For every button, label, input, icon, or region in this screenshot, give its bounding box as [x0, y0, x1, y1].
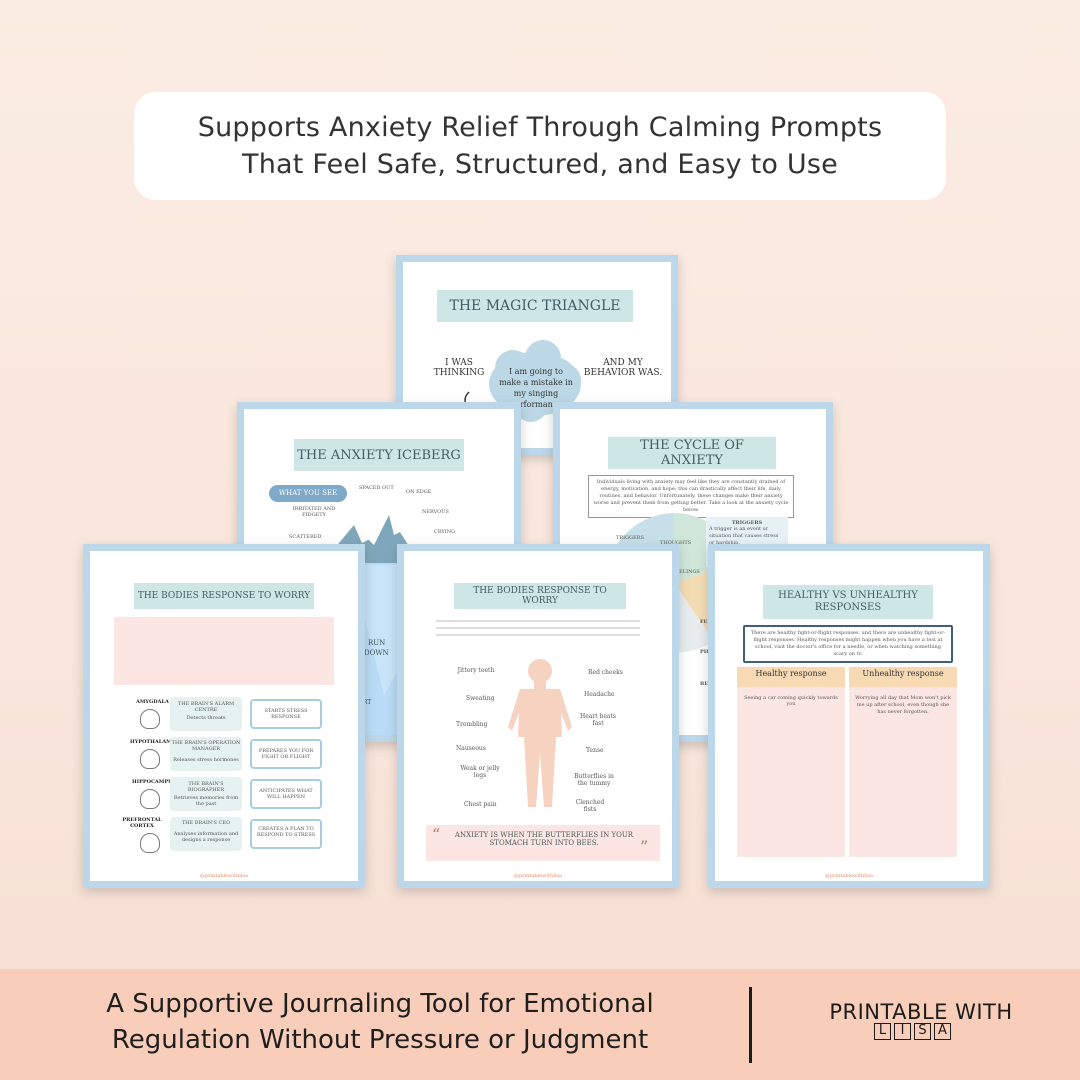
body-right-label-5: Butterflies in the tummy — [574, 773, 614, 787]
healthy-col-header: Healthy response — [755, 669, 827, 678]
footer-tagline-line-2: Regulation Without Pressure or Judgment — [111, 1025, 649, 1055]
unhealthy-example: Worrying all day that Mom won't pick me … — [855, 695, 951, 715]
open-quote-icon: “ — [432, 825, 441, 844]
footer-tagline: A Supportive Journaling Tool for Emotion… — [60, 986, 700, 1058]
cycle-title: THE CYCLE OF ANXIETY — [608, 437, 776, 469]
footer-divider — [749, 987, 752, 1063]
brand-letter-a: A — [934, 1023, 951, 1040]
healthy-page-title: HEALTHY VS UNHEALTHY RESPONSES — [763, 585, 933, 619]
headline-line-1: Supports Anxiety Relief Through Calming … — [197, 112, 883, 143]
brain-row-2-detail: Releases stress hormones — [173, 757, 239, 763]
brain-row-3-label: HIPPOCAMPUS — [132, 779, 177, 785]
brain-row-2-role: THE BRAIN'S OPERATION MANAGER — [171, 740, 241, 752]
brain-row-2-role-box: THE BRAIN'S OPERATION MANAGER Releases s… — [170, 737, 242, 771]
cycle-seg-3: FEELINGS — [672, 569, 700, 575]
brain-page-title: THE BODIES RESPONSE TO WORRY — [134, 583, 314, 609]
footer-tagline-line-1: A Supportive Journaling Tool for Emotion… — [106, 989, 654, 1019]
body-page-intro-lines — [436, 615, 640, 653]
page-bodies-response-brain: THE BODIES RESPONSE TO WORRY AMYGDALA TH… — [83, 544, 365, 888]
cycle-intro: Individuals living with anxiety may feel… — [588, 475, 794, 518]
triangle-right-text: AND MY BEHAVIOR WAS. — [583, 358, 663, 378]
unhealthy-column — [849, 667, 957, 857]
brand-name: PRINTABLE WITH — [829, 1000, 1013, 1024]
brain-row-1-detail: Detects threats — [186, 715, 226, 721]
body-page-handle: @printablewithlisa — [513, 873, 562, 879]
page-bodies-response-body: THE BODIES RESPONSE TO WORRY Jittery tee… — [397, 544, 679, 888]
iceberg-below-2: DOWN — [364, 649, 389, 657]
brand-letters: L I S A — [874, 1023, 951, 1040]
iceberg-word-3: IRRITATED AND FIDGETY — [292, 506, 336, 518]
body-silhouette — [508, 659, 572, 807]
brain-row-4-role: THE BRAIN'S CEO — [181, 820, 231, 826]
headline-line-2: That Feel Safe, Structured, and Easy to … — [242, 149, 838, 180]
iceberg-word-2: ON EDGE — [406, 489, 432, 495]
iceberg-word-5: SCATTERED — [289, 534, 322, 540]
iceberg-word-1: SPACED OUT — [359, 485, 394, 491]
brain-row-2-action-box: PREPARES YOU FOR FIGHT OR FLIGHT — [250, 739, 322, 769]
brain-row-1-action-box: STARTS STRESS RESPONSE — [250, 699, 322, 729]
page-healthy-vs-unhealthy: HEALTHY VS UNHEALTHY RESPONSES There are… — [708, 544, 990, 888]
unhealthy-col-header: Unhealthy response — [862, 669, 944, 678]
body-right-label-4: Tense — [586, 747, 604, 754]
body-page-title: THE BODIES RESPONSE TO WORRY — [454, 583, 626, 609]
body-left-label-6: Chest pain — [464, 801, 497, 808]
cycle-seg-1: TRIGGERS — [616, 535, 644, 541]
brain-row-1-role-box: THE BRAIN'S ALARM CENTRE Detects threats — [170, 697, 242, 731]
brain-row-2-label: HYPOTHALAMUS — [130, 739, 180, 745]
iceberg-below-1: RUN — [368, 639, 386, 647]
brain-page-intro-block — [114, 617, 334, 685]
thought-cloud — [489, 340, 581, 422]
brain-row-3-role-box: THE BRAIN'S BIOGRAPHER Retrieves memorie… — [170, 777, 242, 811]
iceberg-word-4: NERVOUS — [422, 509, 449, 515]
brain-row-4-detail: Analyses information and designs a respo… — [173, 831, 239, 843]
iceberg-word-6: CRYING — [434, 529, 456, 535]
body-left-label-4: Nauseous — [456, 745, 486, 752]
triangle-left-text: I WAS THINKING — [433, 358, 485, 378]
brain-row-1-action: STARTS STRESS RESPONSE — [264, 708, 308, 720]
brain-icon — [140, 709, 160, 729]
body-right-label-2: Headache — [584, 691, 615, 698]
healthy-page-handle: @printablewithlisa — [824, 873, 873, 879]
brain-row-4-label: PREFRONTAL CORTEX — [122, 817, 162, 829]
brain-icon — [140, 749, 160, 769]
brain-icon — [140, 833, 160, 853]
triggers-heading: TRIGGERS — [731, 520, 763, 526]
body-right-label-1: Red cheeks — [588, 669, 623, 676]
quote-box: “ ANXIETY IS WHEN THE BUTTERFLIES IN YOU… — [426, 825, 660, 861]
brain-row-4-action-box: CREATES A PLAN TO RESPOND TO STRESS — [250, 819, 322, 849]
body-left-label-5: Weak or jelly legs — [460, 765, 500, 779]
cloud-text: I am going to make a mistake in my singi… — [499, 367, 573, 409]
healthy-intro: There are healthy fight-or-flight respon… — [743, 625, 953, 663]
close-quote-icon: ” — [640, 837, 649, 856]
brain-page-handle: @printablewithlisa — [199, 873, 248, 879]
healthy-column — [737, 667, 845, 857]
brand-letter-i: I — [894, 1023, 911, 1040]
brain-row-2-action: PREPARES YOU FOR FIGHT OR FLIGHT — [258, 748, 314, 760]
body-left-label-1: Jittery teeth — [457, 667, 495, 674]
brain-row-3-detail: Retrieves memories from the past — [173, 795, 239, 807]
what-you-see-pill: WHAT YOU SEE — [269, 485, 347, 502]
magic-triangle-title: THE MAGIC TRIANGLE — [437, 290, 633, 322]
brain-row-3-action: ANTICIPATES WHAT WILL HAPPEN — [259, 788, 313, 800]
brand-letter-s: S — [914, 1023, 931, 1040]
brain-row-3-action-box: ANTICIPATES WHAT WILL HAPPEN — [250, 779, 322, 809]
brain-row-1-label: AMYGDALA — [136, 699, 169, 705]
body-right-label-3: Heart beats fast — [579, 713, 616, 727]
triggers-text: A trigger is an event or situation that … — [709, 526, 779, 546]
brain-icon — [140, 789, 160, 809]
body-right-label-6: Clenched fists — [575, 799, 605, 813]
brain-row-1-role: THE BRAIN'S ALARM CENTRE — [177, 701, 235, 713]
brain-row-3-role: THE BRAIN'S BIOGRAPHER — [187, 781, 225, 793]
brain-row-4-role-box: THE BRAIN'S CEO Analyses information and… — [170, 817, 242, 851]
footer-banner: A Supportive Journaling Tool for Emotion… — [0, 969, 1080, 1080]
brain-row-4-action: CREATES A PLAN TO RESPOND TO STRESS — [256, 826, 316, 838]
iceberg-title: THE ANXIETY ICEBERG — [294, 439, 464, 471]
body-left-label-2: Sweating — [466, 695, 495, 702]
body-left-label-3: Trembling — [456, 721, 488, 728]
quote-text: ANXIETY IS WHEN THE BUTTERFLIES IN YOUR … — [454, 831, 634, 847]
cycle-seg-2: THOUGHTS — [660, 540, 692, 546]
brand-letter-l: L — [874, 1023, 891, 1040]
healthy-example: Seeing a car coming quickly towards you — [744, 695, 838, 707]
headline-card: Supports Anxiety Relief Through Calming … — [134, 92, 946, 200]
